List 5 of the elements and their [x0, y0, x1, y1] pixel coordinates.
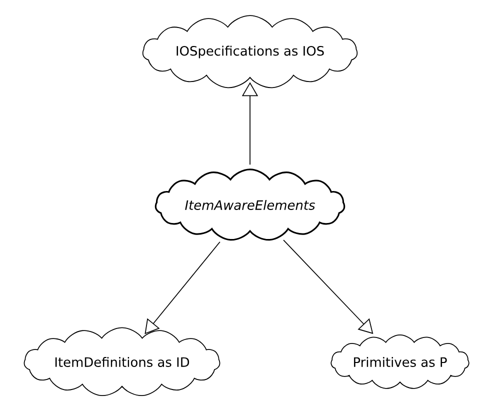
cloud-node: ItemDefinitions as ID: [24, 327, 220, 396]
cloud-node: ItemAwareElements: [154, 168, 346, 241]
cloud-node: Primitives as P: [330, 334, 470, 389]
arrow: [283, 240, 374, 334]
cloud-node: IOSpecifications as IOS: [142, 15, 358, 88]
